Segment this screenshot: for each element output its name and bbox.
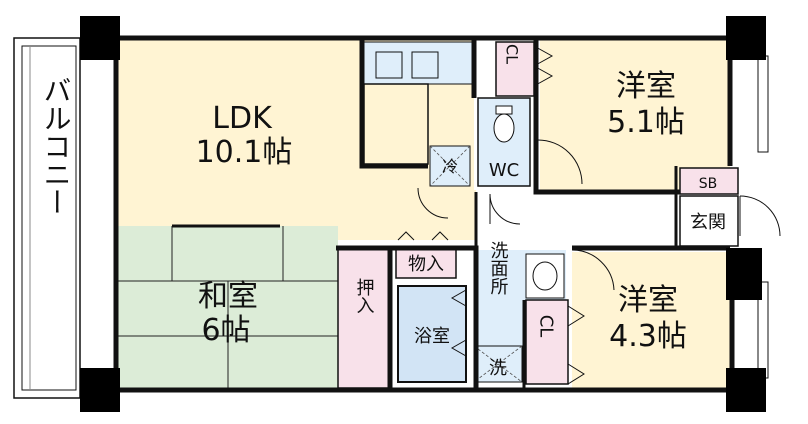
bathroom xyxy=(397,285,467,383)
closet-bottom-label: CL xyxy=(536,315,557,338)
youshitsu-a-size: 5.1帖 xyxy=(607,105,685,140)
youshitsu-b-floor xyxy=(572,252,732,388)
closet-door-marks xyxy=(397,45,585,385)
kitchen-counter xyxy=(363,41,475,85)
door-swings xyxy=(417,139,781,291)
oshiire-label: 押入 xyxy=(354,278,375,314)
youshitsu-b-size: 4.3帖 xyxy=(609,319,687,354)
storage-label: 物入 xyxy=(408,254,444,275)
ldk-size: 10.1帖 xyxy=(196,135,293,170)
shoe-box xyxy=(679,167,739,195)
right-windows xyxy=(757,55,769,379)
corridor xyxy=(476,192,678,248)
washroom-label: 洗面所 xyxy=(488,241,509,295)
bath-label: 浴室 xyxy=(414,326,450,347)
oshiire-closet xyxy=(337,247,391,389)
wc-label: WC xyxy=(489,160,519,181)
washitsu-name: 和室 xyxy=(198,279,258,314)
thin-walls xyxy=(474,166,678,390)
entrance xyxy=(679,195,739,247)
kitchen-back-wall xyxy=(363,83,429,165)
youshitsu-a-floor xyxy=(540,40,730,192)
ldk-floor-lower xyxy=(338,190,476,240)
wash-basin xyxy=(525,253,565,299)
pillars xyxy=(80,16,766,412)
washitsu-size: 6帖 xyxy=(201,313,250,348)
washitsu-room xyxy=(118,224,338,388)
ldk-name: LDK xyxy=(212,101,273,136)
youshitsu-b-name: 洋室 xyxy=(618,283,678,318)
entrance-label: 玄関 xyxy=(690,212,726,233)
storage-closet xyxy=(395,247,457,279)
closet-top-label: CL xyxy=(503,44,522,64)
sink xyxy=(375,51,403,79)
balcony xyxy=(13,37,81,399)
youshitsu-a-name: 洋室 xyxy=(616,69,676,104)
washer-label: 洗 xyxy=(489,358,507,379)
closet-top xyxy=(495,41,535,97)
toilet-icon xyxy=(493,113,515,143)
balcony-label: バルコニー xyxy=(40,76,73,216)
closet-bottom xyxy=(525,299,569,385)
stove xyxy=(411,51,439,79)
shoe-box-label: SB xyxy=(699,176,718,192)
fridge-label: 冷 xyxy=(442,157,458,176)
